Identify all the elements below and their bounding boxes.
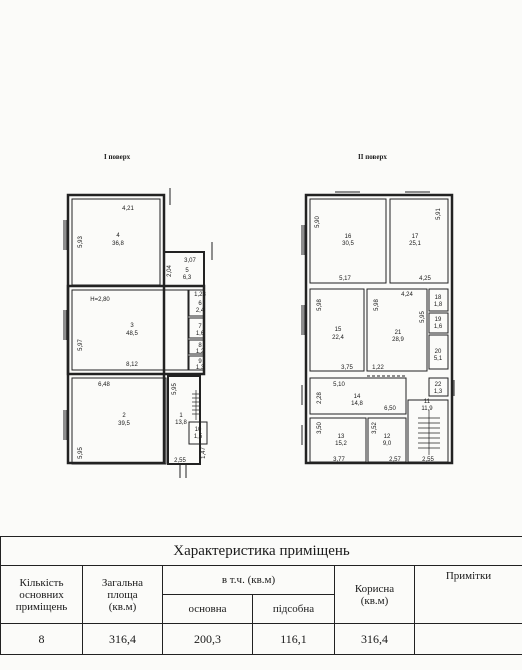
r3-width: 8,12 [126, 362, 138, 368]
table-title: Характеристика приміщень [0, 536, 522, 566]
col-notes-header: Примітки [413, 565, 522, 624]
r20-num: 20 [435, 349, 442, 355]
r2-area: 39,5 [118, 421, 130, 427]
w-375: 3,75 [341, 365, 353, 371]
r13-height: 3,50 [317, 422, 323, 434]
floor1-bottom-width: 2,55 [174, 458, 186, 464]
r13-area: 15,2 [335, 441, 347, 447]
r4-width: 4,21 [122, 206, 134, 212]
cell-count: 8 [0, 623, 83, 655]
r17-width: 4,25 [419, 276, 431, 282]
r8-area: 1,2 [196, 349, 205, 355]
r17-height: 5,91 [436, 208, 442, 220]
col-main-header: основна [162, 594, 253, 624]
r16-width: 5,17 [339, 276, 351, 282]
r21-height: 5,98 [374, 299, 380, 311]
r22-num: 22 [435, 382, 442, 388]
floor1-title: І поверх [104, 153, 131, 161]
r2-width: 6,48 [98, 382, 110, 388]
r15-area: 22,4 [332, 335, 344, 341]
r8-num: 8 [198, 343, 202, 349]
r7-area: 1,6 [196, 331, 205, 337]
r3-height: 5,97 [78, 339, 84, 351]
floor1-ceiling-height: H=2,80 [90, 297, 110, 303]
r19-area: 1,6 [434, 324, 443, 330]
r13-num: 13 [338, 434, 345, 440]
floor2-plan [301, 191, 455, 465]
r5-width: 3,07 [184, 258, 196, 264]
r20-area: 5,1 [434, 356, 443, 362]
cell-useful: 316,4 [334, 623, 415, 655]
r21-area: 28,9 [392, 337, 404, 343]
col-incl-header: в т.ч. (кв.м) [162, 565, 335, 595]
r15-num: 15 [335, 327, 342, 333]
r11-width: 2,55 [422, 457, 434, 463]
r4-area: 36,8 [112, 241, 124, 247]
r2-num: 2 [122, 413, 126, 419]
r14-width: 5,10 [333, 382, 345, 388]
r5-num: 5 [185, 268, 189, 274]
cell-notes [413, 623, 522, 655]
r1-height: 5,95 [172, 383, 178, 395]
floor-plans: 4,21 4 36,8 5,93 3,07 5 6,3 2,04 H=2,80 … [63, 188, 455, 478]
r13-width: 3,77 [333, 457, 345, 463]
r16-area: 30,5 [342, 241, 354, 247]
floor2-top-width: 4,24 [401, 292, 413, 298]
r3-area: 48,5 [126, 331, 138, 337]
r5-height: 2,04 [167, 265, 173, 277]
r11-area: 11,9 [421, 406, 433, 412]
r14-width2: 6,50 [384, 406, 396, 412]
r18-num: 18 [435, 295, 442, 301]
r12-num: 12 [384, 434, 391, 440]
r22-area: 1,3 [434, 389, 443, 395]
r2-height: 5,95 [78, 447, 84, 459]
col-useful-header: Корисна(кв.м) [334, 565, 415, 624]
w-122: 1,22 [372, 365, 384, 371]
r10-num: 10 [195, 427, 202, 433]
floor2-title: ІІ поверх [358, 153, 387, 161]
r12-area: 9,0 [383, 441, 392, 447]
r17-area: 25,1 [409, 241, 421, 247]
r10-height: 1,47 [201, 447, 207, 459]
cell-aux: 116,1 [252, 623, 335, 655]
r18-area: 1,8 [434, 302, 443, 308]
cell-total: 316,4 [82, 623, 163, 655]
cell-main: 200,3 [162, 623, 253, 655]
r14-num: 14 [354, 394, 361, 400]
r1-num: 1 [179, 413, 183, 419]
r21-num: 21 [395, 330, 402, 336]
r3-num: 3 [130, 323, 134, 329]
r19-num: 19 [435, 317, 442, 323]
r16-num: 16 [345, 234, 352, 240]
r14-area: 14,8 [351, 401, 363, 407]
col-aux-header: підсобна [252, 594, 335, 624]
r4-num: 4 [116, 233, 120, 239]
r1-area: 13,8 [175, 420, 187, 426]
r21-height2: 5,95 [420, 311, 426, 323]
r6-area: 2,4 [196, 308, 205, 314]
r12-height: 3,52 [372, 422, 378, 434]
r14-height: 2,28 [317, 392, 323, 404]
r10-area: 1,5 [194, 434, 203, 440]
floor1-plan [63, 188, 213, 478]
r7-num: 7 [198, 324, 202, 330]
r15-height: 5,98 [317, 299, 323, 311]
r9-area: 1,3 [196, 365, 205, 371]
r4-height: 5,93 [78, 236, 84, 248]
r6-num: 6 [198, 301, 202, 307]
r12-width: 2,57 [389, 457, 401, 463]
r9-num: 9 [198, 359, 202, 365]
r6-width: 1,23 [194, 292, 206, 298]
r16-height: 5,90 [315, 216, 321, 228]
r11-num: 11 [424, 399, 431, 405]
r17-num: 17 [412, 234, 419, 240]
r5-area: 6,3 [183, 275, 192, 281]
